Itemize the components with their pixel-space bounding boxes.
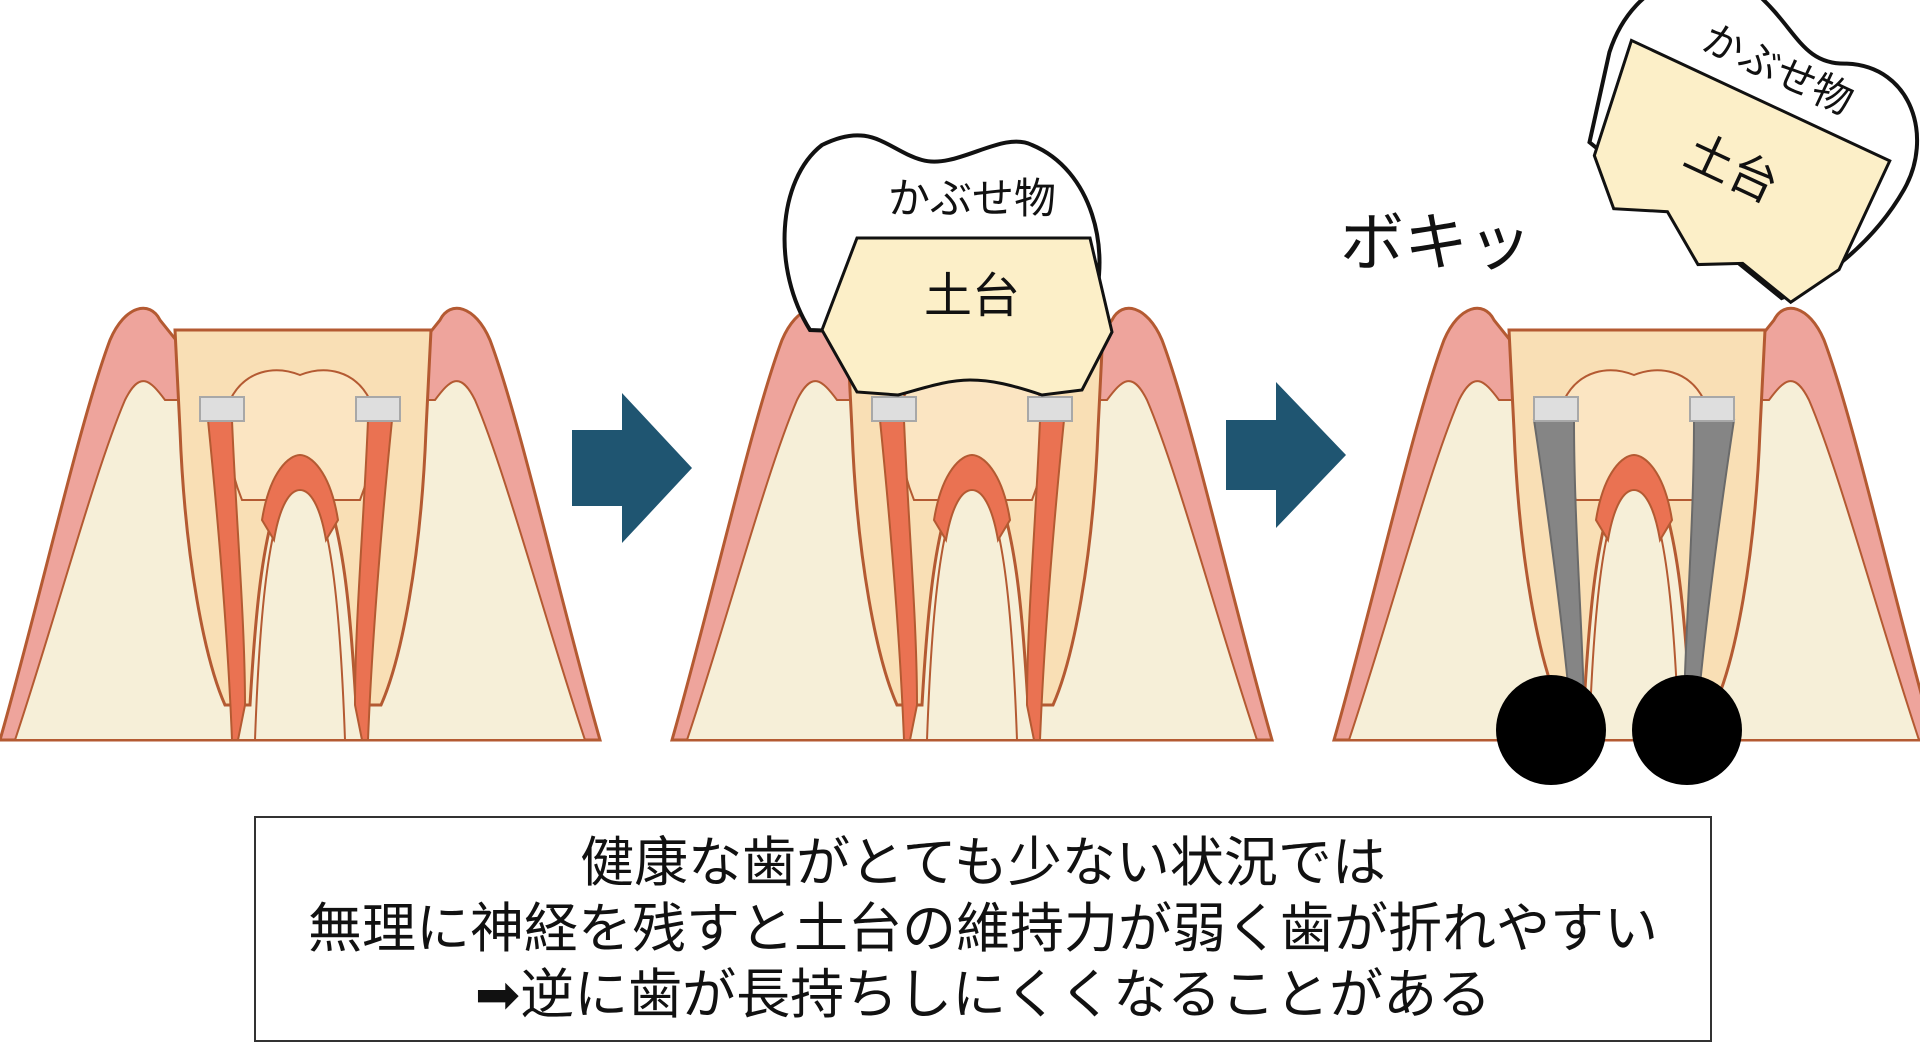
tooth-panel-crowned: かぶせ物 土台: [670, 133, 1274, 742]
root-lesion: [1496, 675, 1606, 785]
root-lesion: [1632, 675, 1742, 785]
caption-line-3: ➡逆に歯が長持ちしにくくなることがある: [474, 963, 1492, 1026]
tooth-panel-fractured: [1332, 306, 1920, 785]
core-label: 土台: [924, 268, 1020, 324]
broken-crown: かぶせ物 土台: [1587, 0, 1919, 305]
tooth-roots: [0, 306, 602, 742]
caption-line-2: 無理に神経を残すと土台の維持力が弱く歯が折れやすい: [308, 897, 1658, 960]
arrow-right-icon: [1226, 382, 1346, 528]
tooth-panel-healthy: [0, 306, 602, 742]
core-post: [820, 236, 1114, 397]
tooth-roots: [1332, 306, 1920, 742]
arrow-right-icon: [572, 393, 692, 543]
crown-label: かぶせ物: [888, 174, 1056, 223]
caption-box: 健康な歯がとても少ない状況では 無理に神経を残すと土台の維持力が弱く歯が折れやす…: [254, 816, 1712, 1042]
caption-line-1: 健康な歯がとても少ない状況では: [580, 831, 1386, 894]
sound-effect-text: ボキッ: [1340, 207, 1532, 281]
